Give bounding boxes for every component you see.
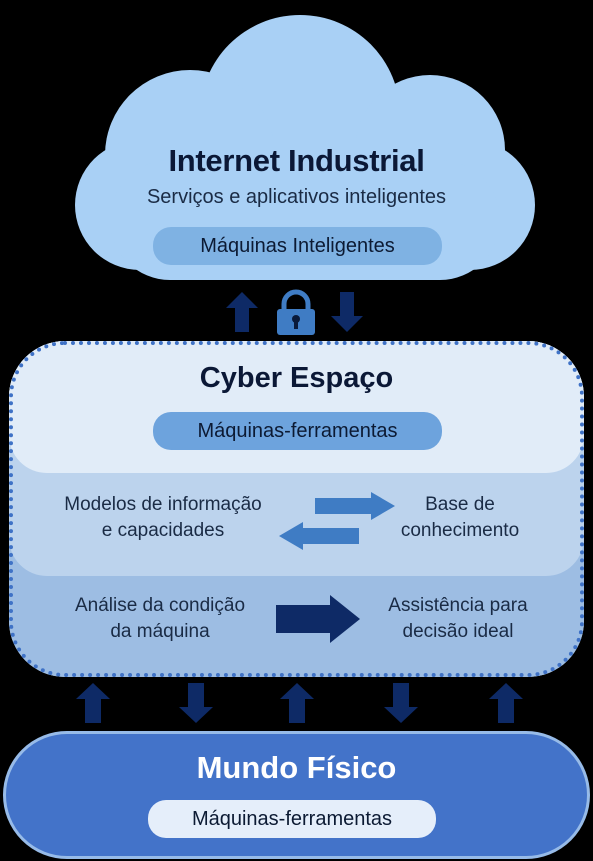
lock-icon: [277, 289, 315, 335]
arrow-down-icon: [384, 683, 418, 723]
arrow-up-icon: [280, 683, 314, 723]
cyber-space-border: [9, 341, 584, 677]
cyber-title: Cyber Espaço: [199, 362, 394, 394]
arrow-left-icon: [279, 522, 359, 550]
arrow-up-icon: [489, 683, 523, 723]
arrow-down-icon: [179, 683, 213, 723]
knowledge-base-label: Base de conhecimento: [400, 494, 520, 541]
data-flow-arrows: [76, 683, 523, 723]
connection-icons: [226, 289, 363, 335]
arrow-down-icon: [331, 292, 363, 332]
arrow-right-large-icon: [276, 595, 360, 643]
arrow-right-icon: [315, 492, 395, 520]
cloud-title: Internet Industrial: [168, 143, 425, 178]
arrow-up-icon: [76, 683, 110, 723]
exchange-arrows: [279, 492, 395, 550]
analysis-arrow: [276, 595, 360, 643]
cyber-pill-machine-tools: Máquinas-ferramentas: [153, 412, 442, 450]
info-models-label: Modelos de informação e capacidades: [64, 494, 262, 541]
arrow-up-icon: [226, 292, 258, 332]
cloud-pill-smart-machines: Máquinas Inteligentes: [153, 227, 442, 265]
machine-condition-label: Análise da condição da máquina: [74, 595, 246, 642]
physical-title: Mundo Físico: [196, 750, 397, 785]
physical-pill-machine-tools: Máquinas-ferramentas: [148, 800, 436, 838]
decision-assist-label: Assistência para decisão ideal: [388, 595, 528, 642]
cloud-subtitle: Serviços e aplicativos inteligentes: [146, 186, 447, 208]
